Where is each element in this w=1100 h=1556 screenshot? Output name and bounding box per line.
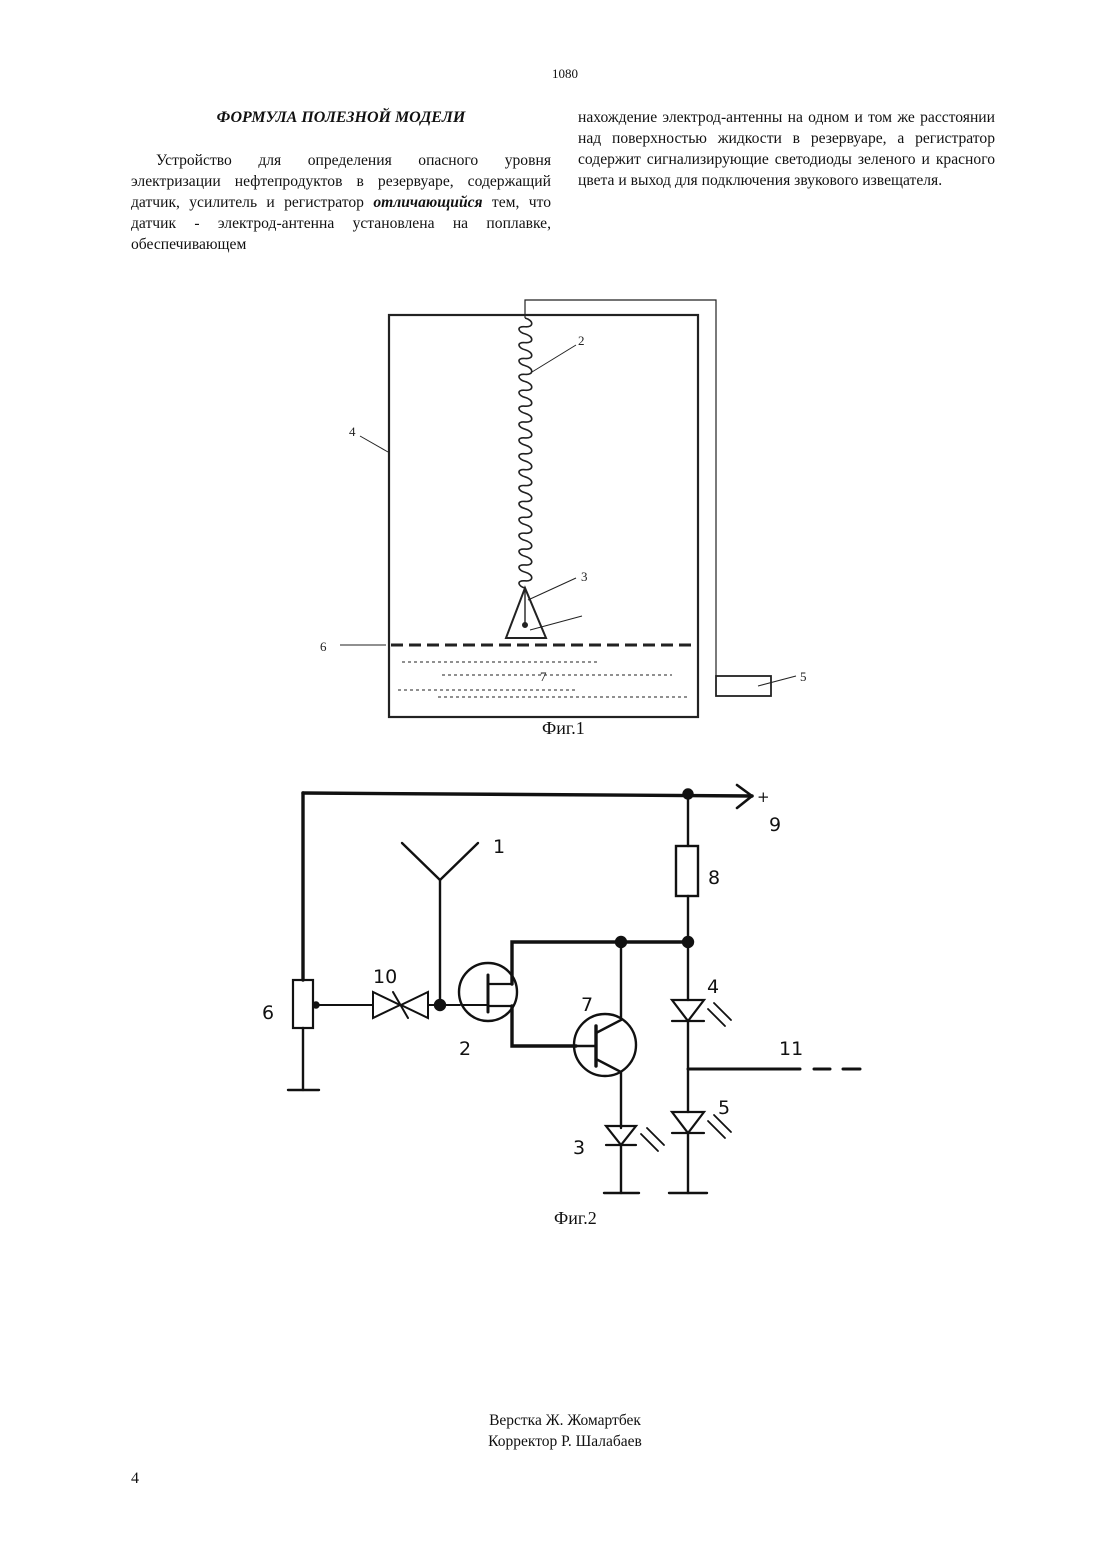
led-5 — [672, 1112, 704, 1133]
collector-lead — [596, 942, 621, 1033]
figure-1-drawing — [340, 300, 796, 717]
fig2-label-plus: + — [757, 788, 770, 806]
figure-1-caption: Фиг.1 — [542, 718, 585, 739]
resistor-8 — [676, 846, 698, 896]
corrector-credit: Корректор Р. Шалабаев — [0, 1431, 1100, 1452]
footer-page-number: 4 — [131, 1470, 139, 1488]
figure-2-caption: Фиг.2 — [554, 1208, 597, 1229]
fig2-label-11: 11 — [779, 1038, 803, 1060]
fig1-label-3: 3 — [581, 569, 588, 584]
source-wire — [512, 1006, 576, 1046]
fig1-label-2: 2 — [578, 333, 585, 348]
fig2-label-9: 9 — [769, 814, 781, 836]
diode-10-bar — [393, 992, 408, 1018]
leader-line — [758, 676, 796, 686]
recorder-box — [716, 676, 771, 696]
drain-wire — [512, 942, 688, 984]
fig1-label-4: 4 — [349, 424, 356, 439]
antenna-arm-right — [440, 843, 478, 880]
leader-line — [528, 578, 576, 600]
fig2-label-5: 5 — [718, 1097, 730, 1119]
wiper-dot — [314, 1003, 319, 1008]
fig2-label-8: 8 — [708, 867, 720, 889]
antenna-arm-left — [402, 843, 440, 880]
potentiometer-6 — [293, 980, 313, 1028]
electrode-point — [523, 623, 528, 628]
figure-1-labels: 2 3 4 5 6 7 — [320, 333, 807, 684]
tank-outline — [389, 315, 698, 717]
fig2-label-1: 1 — [493, 836, 505, 858]
fig2-label-3: 3 — [573, 1137, 585, 1159]
spiral-antenna — [519, 318, 532, 588]
leader-line — [532, 345, 576, 372]
fig2-label-7: 7 — [581, 994, 593, 1016]
layout-credit: Верстка Ж. Жомартбек — [0, 1410, 1100, 1431]
fig1-label-7: 7 — [540, 669, 547, 684]
credits-block: Верстка Ж. Жомартбек Корректор Р. Шалаба… — [0, 1410, 1100, 1452]
float-triangle — [506, 588, 546, 638]
fig2-label-4: 4 — [707, 976, 719, 998]
fig2-label-6: 6 — [262, 1002, 274, 1024]
fig2-label-10: 10 — [373, 966, 397, 988]
leader-line — [360, 436, 388, 452]
fig2-label-2: 2 — [459, 1038, 471, 1060]
figure-2-labels: + 9 1 8 10 7 4 6 2 11 5 3 — [262, 788, 803, 1159]
emitter-lead — [596, 1059, 621, 1128]
signal-wire — [525, 300, 716, 676]
led-4 — [672, 1000, 704, 1021]
figure-2-circuit — [288, 785, 860, 1193]
fig1-label-5: 5 — [800, 669, 807, 684]
fig1-label-6: 6 — [320, 639, 327, 654]
